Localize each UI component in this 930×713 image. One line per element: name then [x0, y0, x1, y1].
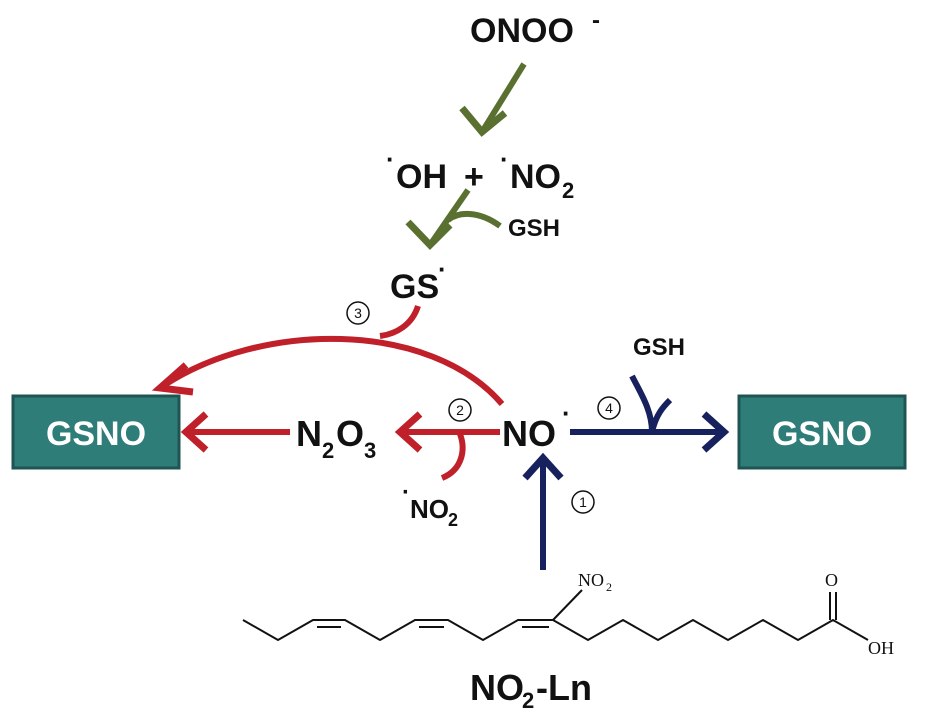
no2-bottom-dot: · — [402, 479, 410, 506]
gsno-box-right: GSNO — [737, 394, 907, 470]
n2o3-sub1: 2 — [322, 438, 334, 463]
red-arrow-n2o3-to-gsno — [180, 411, 290, 453]
blue-arrow-no2ln-to-no — [522, 452, 564, 570]
red-arrow-no-to-gsno-via-gs — [151, 304, 505, 406]
no2-text: NO — [510, 158, 561, 196]
name-ln: -Ln — [536, 667, 592, 708]
gsno-right-label: GSNO — [772, 415, 872, 453]
hydroxyl-group: OH — [868, 638, 894, 658]
nitrolinolenic-acid-structure — [242, 589, 869, 642]
step-marker-3: 3 — [346, 301, 370, 325]
gsh-right-label: GSH — [633, 334, 685, 361]
plus-sign: + — [464, 158, 484, 196]
oh-text: OH — [396, 158, 447, 196]
onoo-text: ONOO — [470, 12, 574, 50]
nitro-bond — [552, 589, 583, 621]
no2-bottom-subscript: 2 — [448, 510, 458, 530]
step-marker-1: 1 — [571, 490, 595, 514]
name-subscript: 2 — [522, 688, 534, 713]
nitro-subscript: 2 — [606, 580, 612, 594]
no-text: NO — [502, 413, 556, 454]
n2o3-n: N — [296, 413, 322, 454]
n2o3-label: N 2 O 3 — [296, 413, 376, 463]
name-no: NO — [470, 667, 524, 708]
gsh-top-label: GSH — [508, 215, 560, 242]
nitro-text: NO — [578, 570, 604, 590]
green-arrow-onoo-to-radicals — [459, 62, 527, 137]
n2o3-o: O — [336, 413, 364, 454]
no2-subscript: 2 — [562, 178, 574, 203]
red-arrow-no-to-n2o3 — [394, 411, 500, 481]
green-arrow-radicals-to-gs — [405, 188, 502, 251]
peroxynitrite-label: ONOO - — [470, 7, 600, 50]
nitric-oxide-label: NO · — [502, 398, 571, 454]
no2-dot: · — [500, 144, 509, 174]
step-3-num: 3 — [354, 305, 362, 321]
step-marker-2: 2 — [448, 398, 472, 422]
blue-arrow-no-to-gsno — [570, 374, 730, 453]
step-1-num: 1 — [579, 494, 587, 510]
gs-dot: · — [438, 254, 447, 284]
carbonyl-oxygen: O — [825, 570, 838, 590]
oh-dot: · — [386, 144, 395, 174]
step-2-num: 2 — [456, 402, 464, 418]
gs-text: GS — [390, 268, 439, 306]
no2-bottom-label: · NO 2 — [402, 479, 458, 530]
structure-nitro-group: NO 2 — [578, 570, 612, 594]
no2-bottom-text: NO — [410, 494, 449, 524]
gs-radical-label: GS · — [390, 254, 447, 306]
no-dot: · — [562, 398, 571, 428]
step-4-num: 4 — [605, 400, 613, 416]
step-marker-4: 4 — [597, 396, 621, 420]
n2o3-sub2: 3 — [364, 438, 376, 463]
gsno-box-left: GSNO — [11, 394, 181, 470]
onoo-charge: - — [592, 7, 600, 34]
radicals-label: · OH + · NO 2 — [386, 144, 574, 203]
gsno-left-label: GSNO — [46, 415, 146, 453]
molecule-name-label: NO 2 -Ln — [470, 667, 592, 713]
carbon-chain — [242, 618, 869, 642]
